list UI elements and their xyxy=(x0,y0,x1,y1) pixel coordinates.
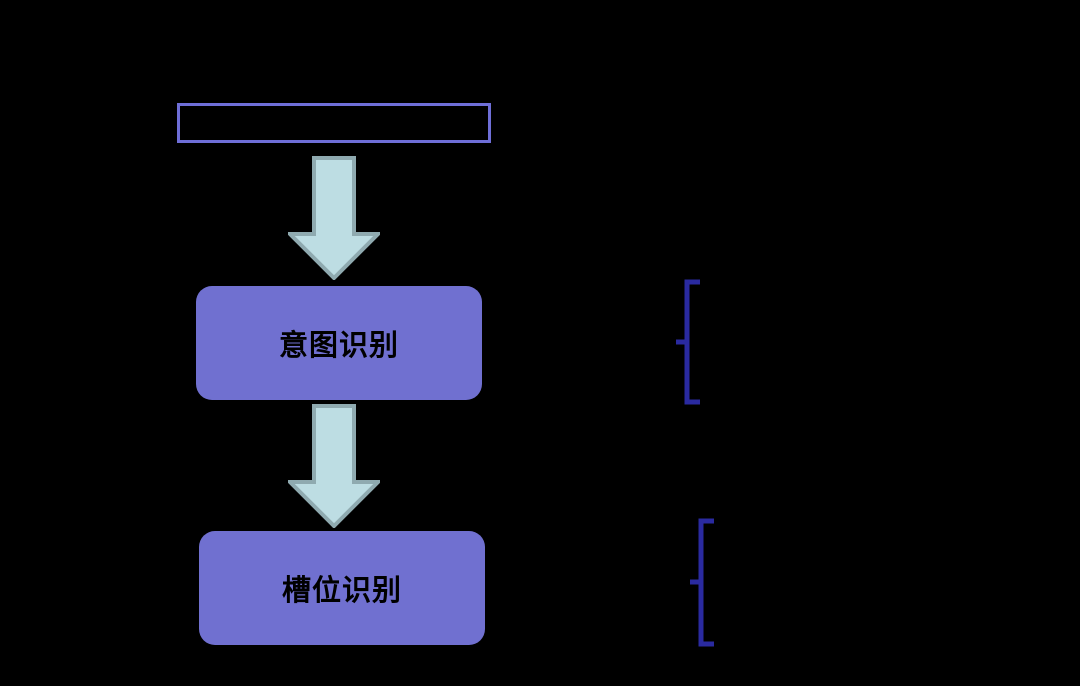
input-box[interactable] xyxy=(177,103,491,143)
step-intent-recognition[interactable]: 意图识别 xyxy=(196,286,482,400)
annotation-bracket-2 xyxy=(690,518,714,647)
step-slot-label: 槽位识别 xyxy=(281,573,402,607)
annotation-bracket-1 xyxy=(676,279,700,405)
step-slot-recognition[interactable]: 槽位识别 xyxy=(199,531,485,645)
step-intent-label: 意图识别 xyxy=(278,328,399,362)
arrow-down-icon-1 xyxy=(288,156,380,280)
arrow-down-icon-2 xyxy=(288,404,380,528)
